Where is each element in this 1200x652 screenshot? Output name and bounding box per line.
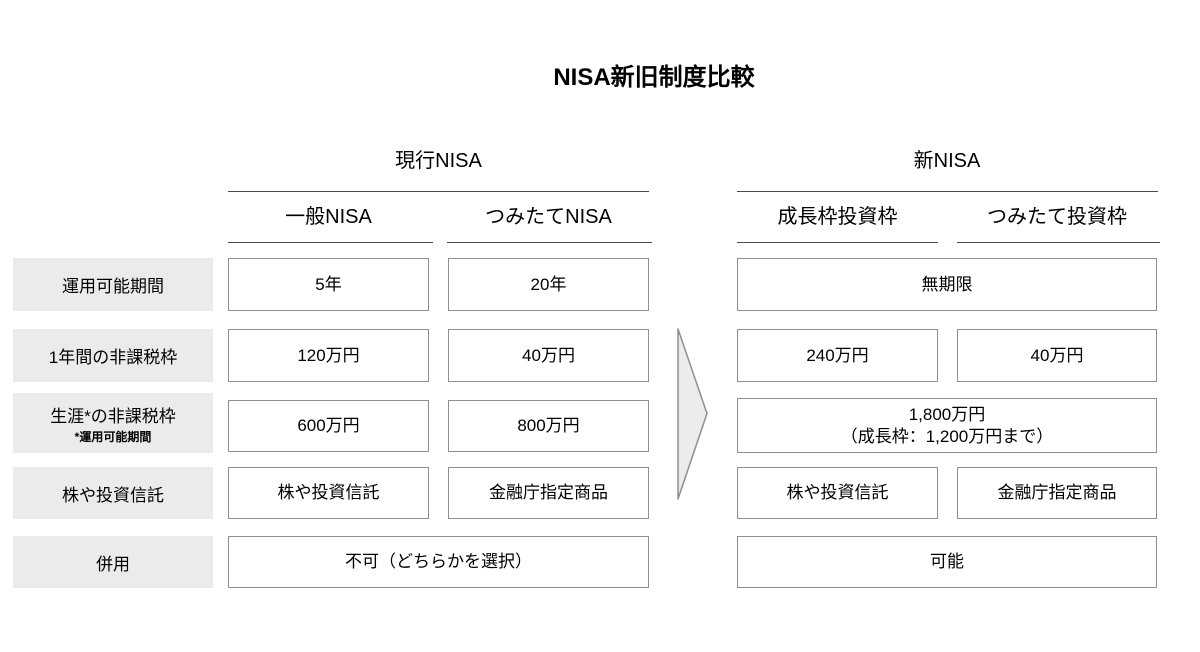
page-title: NISA新旧制度比較: [553, 64, 755, 91]
cell-lifetime-new-line2: （成長枠：1,200万円まで）: [840, 426, 1054, 446]
row-label-period: 運用可能期間: [13, 258, 213, 311]
cell-combined-new-span: 可能: [737, 536, 1157, 588]
row-label-products: 株や投資信託: [13, 467, 213, 519]
column-underline-ippan-nisa: [228, 242, 433, 243]
cell-lifetime-tsumitate: 800万円: [448, 400, 649, 452]
cell-combined-old-span: 不可（どちらかを選択）: [228, 536, 649, 588]
group-underline-current: [228, 191, 649, 192]
cell-annual-tsumitate: 40万円: [448, 329, 649, 382]
cell-lifetime-ippan: 600万円: [228, 400, 429, 452]
column-header-tsumitate-nisa: つみたてNISA: [485, 206, 612, 228]
group-underline-new: [737, 191, 1158, 192]
column-underline-seichou-waku: [737, 242, 938, 243]
cell-annual-tsumitate-waku: 40万円: [957, 329, 1157, 382]
column-header-seichou-waku: 成長枠投資枠: [777, 206, 898, 228]
group-header-current-nisa: 現行NISA: [395, 150, 482, 172]
cell-lifetime-new-span: 1,800万円 （成長枠：1,200万円まで）: [737, 398, 1157, 453]
cell-products-tsumitate-waku: 金融庁指定商品: [957, 467, 1157, 519]
row-label-combined-use: 併用: [13, 536, 213, 588]
cell-products-seichou: 株や投資信託: [737, 467, 938, 519]
transition-arrow-icon: [677, 328, 708, 500]
cell-products-tsumitate: 金融庁指定商品: [448, 467, 649, 519]
cell-period-ippan: 5年: [228, 258, 429, 311]
cell-period-new-span: 無期限: [737, 258, 1157, 311]
cell-annual-seichou: 240万円: [737, 329, 938, 382]
row-label-lifetime-main: 生涯*の非課税枠: [50, 406, 176, 426]
column-header-tsumitate-waku: つみたて投資枠: [987, 206, 1127, 228]
cell-lifetime-new-line1: 1,800万円: [908, 404, 986, 424]
row-label-annual-limit: 1年間の非課税枠: [13, 329, 213, 382]
cell-products-ippan: 株や投資信託: [228, 467, 429, 519]
column-underline-tsumitate-nisa: [447, 242, 652, 243]
cell-period-tsumitate: 20年: [448, 258, 649, 311]
column-header-ippan-nisa: 一般NISA: [285, 206, 372, 228]
cell-annual-ippan: 120万円: [228, 329, 429, 382]
row-label-lifetime-note: *運用可能期間: [74, 429, 152, 444]
column-underline-tsumitate-waku: [957, 242, 1160, 243]
row-label-lifetime-limit: 生涯*の非課税枠 *運用可能期間: [13, 393, 213, 453]
group-header-new-nisa: 新NISA: [913, 150, 981, 172]
